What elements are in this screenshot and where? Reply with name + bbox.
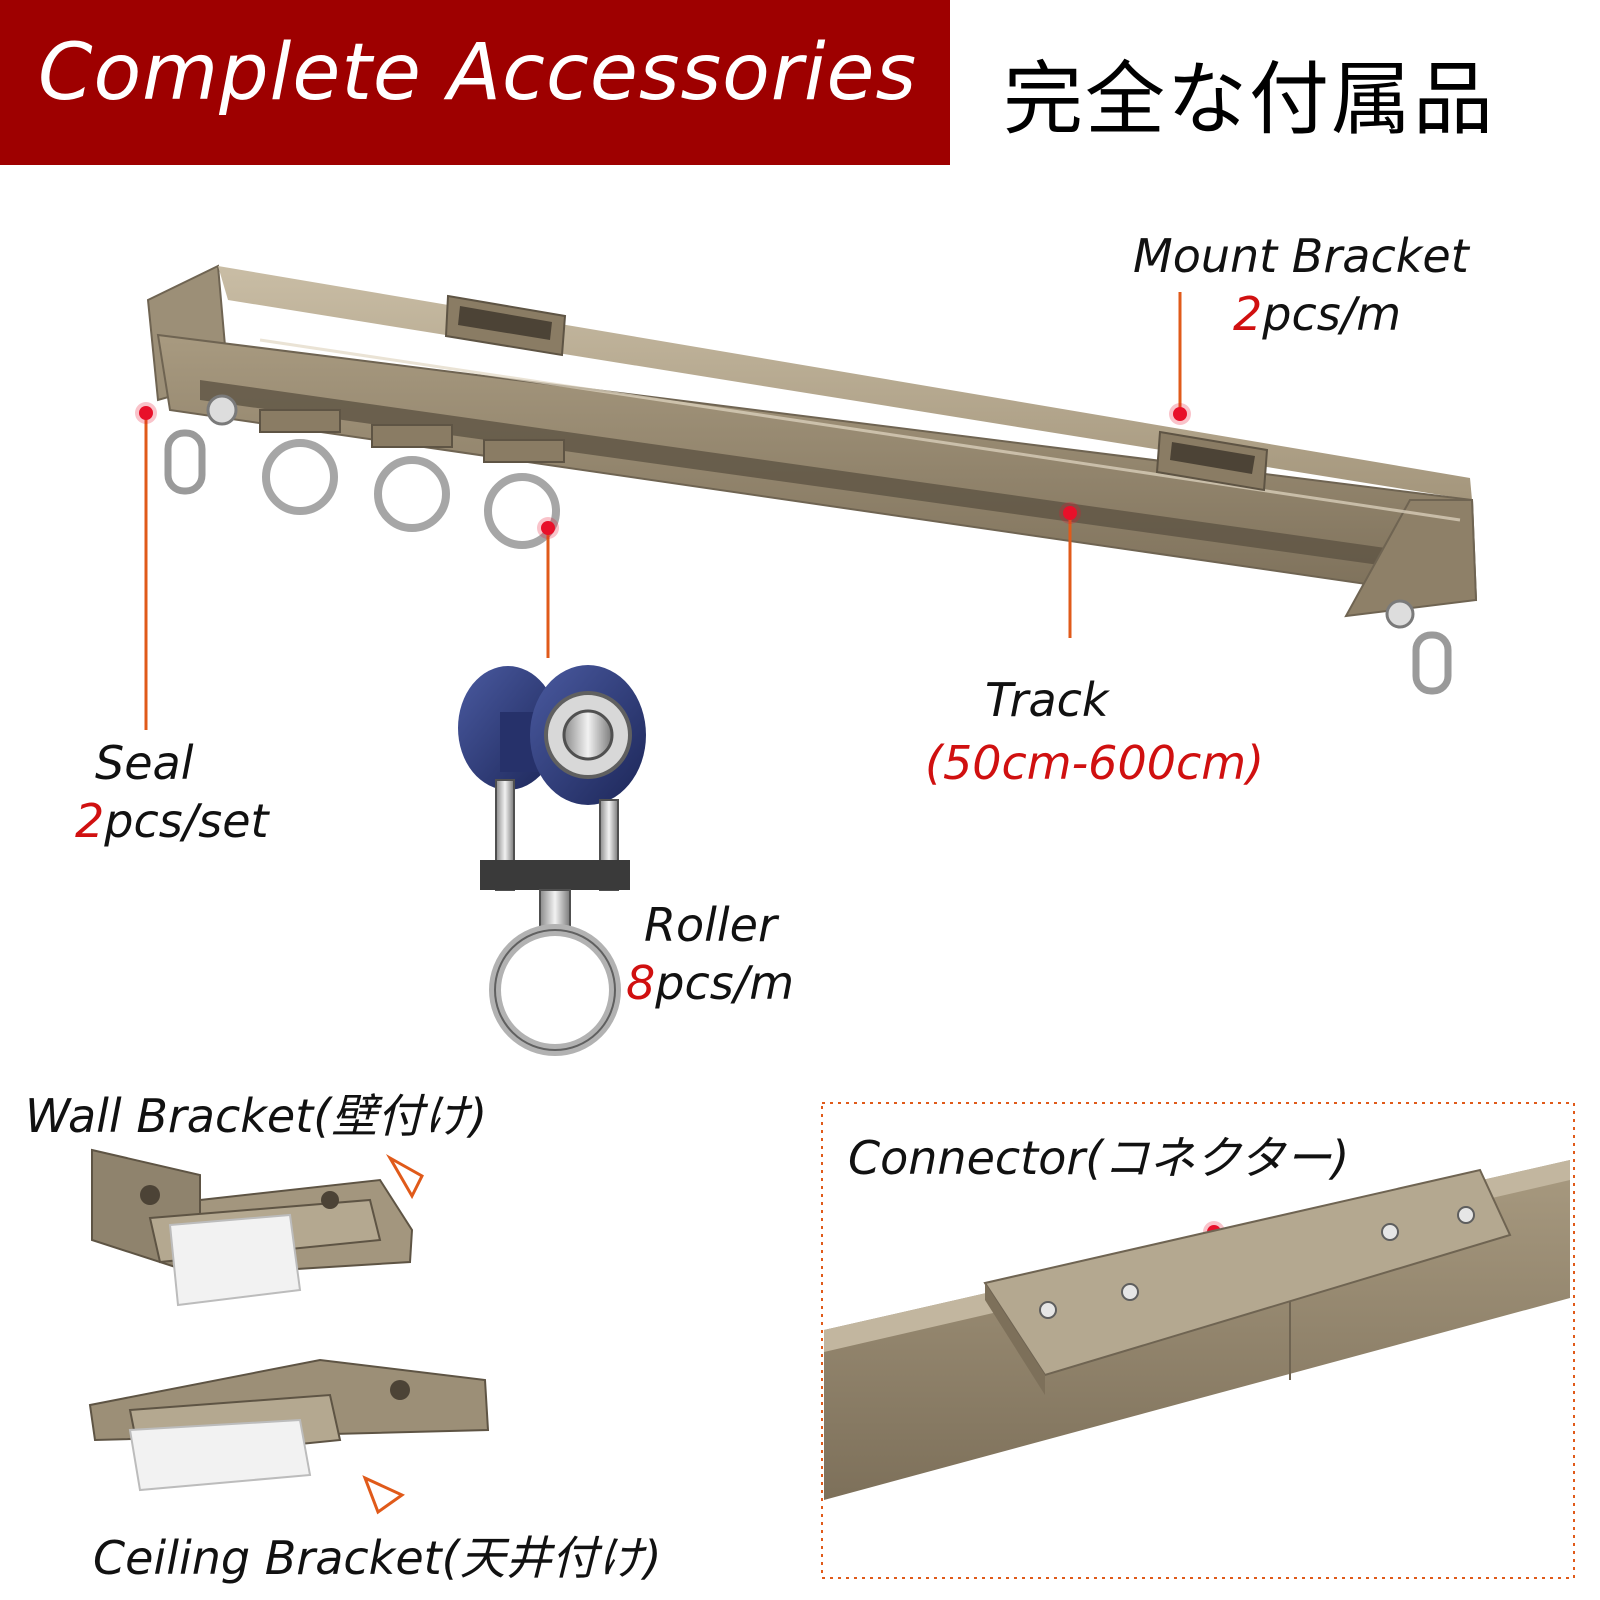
seal-qty: 2pcs/set bbox=[75, 793, 269, 851]
seal-name: Seal bbox=[95, 736, 194, 790]
header-title-en: Complete Accessories bbox=[38, 28, 918, 118]
seal-qty-unit: pcs/set bbox=[104, 793, 269, 848]
roller-name: Roller bbox=[644, 898, 777, 952]
seal-hook-right bbox=[1385, 599, 1452, 695]
leader-lines bbox=[144, 292, 1182, 730]
connector-frame bbox=[821, 1102, 1575, 1579]
connector-image bbox=[824, 1160, 1570, 1500]
roller-qty-number: 8 bbox=[626, 955, 656, 1010]
track-length: (50cm-600cm) bbox=[925, 736, 1265, 790]
mount-bracket-qty-number: 2 bbox=[1233, 286, 1263, 341]
roller-label: Roller 8pcs/m bbox=[626, 897, 794, 1012]
header-title-jp: 完全な付属品 bbox=[1003, 53, 1495, 146]
track-label: Track bbox=[985, 672, 1109, 730]
wall-bracket-label: Wall Bracket(壁付け) bbox=[25, 1089, 488, 1143]
roller-qty-unit: pcs/m bbox=[655, 955, 795, 1010]
wall-bracket-image bbox=[91, 1148, 414, 1307]
roller-detail bbox=[458, 665, 646, 1056]
wall-bracket-pointer-icon bbox=[385, 1154, 424, 1200]
ceiling-bracket-image bbox=[88, 1358, 490, 1492]
header-banner: Complete Accessories bbox=[0, 0, 950, 165]
seal-qty-number: 2 bbox=[75, 793, 105, 848]
ceiling-bracket-label: Ceiling Bracket(天井付け) bbox=[93, 1531, 662, 1585]
mount-bracket-name: Mount Bracket bbox=[1133, 229, 1469, 283]
ceiling-bracket-pointer-icon bbox=[362, 1475, 405, 1515]
mount-bracket-qty-unit: pcs/m bbox=[1262, 286, 1402, 341]
seal-hook-left bbox=[164, 394, 238, 495]
mount-bracket-qty: 2pcs/m bbox=[1133, 286, 1469, 344]
mount-bracket-plate-left bbox=[444, 294, 567, 357]
mount-bracket-plate-right bbox=[1155, 430, 1269, 492]
track-roller-rings bbox=[259, 409, 565, 549]
roller-qty: 8pcs/m bbox=[626, 955, 794, 1013]
seal-label: Seal 2pcs/set bbox=[75, 735, 269, 850]
track-name: Track bbox=[985, 673, 1109, 727]
mount-bracket-label: Mount Bracket 2pcs/m bbox=[1133, 228, 1469, 343]
connector-label: Connector(コネクター) bbox=[848, 1131, 1350, 1185]
